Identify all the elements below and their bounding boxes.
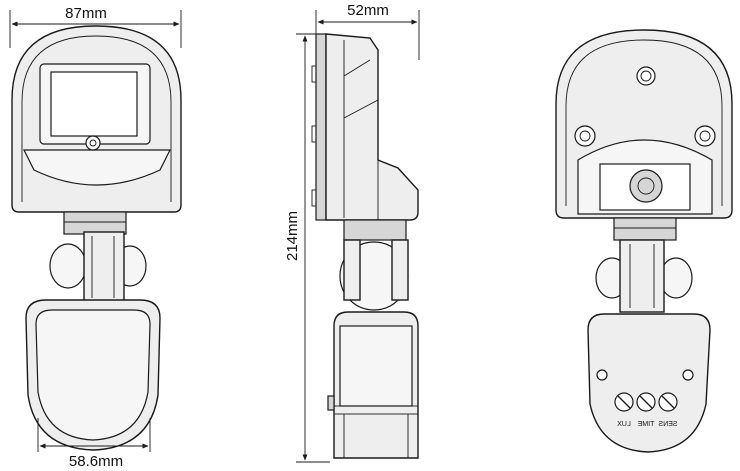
side-sensor-upper — [339, 325, 413, 407]
lux-knob[interactable] — [614, 392, 634, 412]
front-view: 87mm 58.6mm — [9, 5, 182, 470]
time-label: TIME — [637, 421, 654, 428]
front-joint-arm — [83, 231, 125, 303]
lux-label: LUX — [617, 421, 631, 428]
sens-knob-slot — [661, 395, 675, 409]
time-knob-slot — [639, 395, 653, 409]
back-joint-arm-detail — [629, 244, 655, 308]
side-plate-tab-2 — [311, 125, 317, 143]
back-mount-hole-left — [574, 125, 596, 147]
front-ball-joint-left — [49, 243, 87, 289]
front-housing-rim — [21, 35, 172, 202]
side-plate-tab-1 — [311, 65, 317, 83]
lux-knob-slot — [617, 395, 631, 409]
side-joint-arm-right — [391, 239, 409, 301]
back-cable-gland — [629, 169, 663, 203]
back-head-screw-left — [596, 369, 608, 381]
depth-dimension-label: 52mm — [347, 2, 389, 19]
width-dimension-label: 87mm — [65, 5, 107, 22]
back-housing-rim — [565, 39, 723, 206]
side-view: 52mm 214mm — [284, 2, 420, 463]
sens-label: SENS — [658, 421, 677, 428]
front-light-sensor-core — [89, 139, 97, 147]
back-neck — [613, 217, 677, 241]
front-joint-arm-detail — [91, 236, 115, 298]
back-mount-hole-right-inner — [699, 130, 711, 142]
front-light-sensor-icon — [85, 135, 101, 151]
front-neck — [63, 211, 127, 235]
side-wall-plate — [315, 33, 327, 221]
back-joint-arm — [619, 239, 665, 313]
time-knob[interactable] — [636, 392, 656, 412]
back-mount-hole-top-inner — [640, 70, 652, 82]
side-sensor-clip — [327, 395, 335, 411]
height-dimension-label: 214mm — [284, 211, 301, 261]
side-plate-tab-3 — [311, 189, 317, 207]
sens-knob[interactable] — [658, 392, 678, 412]
side-neck — [343, 219, 407, 241]
front-lower-face — [23, 149, 171, 186]
back-mount-hole-top — [636, 66, 656, 86]
back-mount-hole-right — [694, 125, 716, 147]
back-head-screw-right — [682, 369, 694, 381]
back-mount-hole-left-inner — [579, 130, 591, 142]
back-sensor-head — [587, 313, 711, 453]
front-sensor-dome — [35, 309, 151, 441]
head-width-dimension-label: 58.6mm — [69, 453, 123, 470]
side-housing — [325, 33, 419, 221]
back-view: LUX TIME SENS — [555, 29, 733, 453]
side-housing-detail — [343, 40, 379, 218]
side-joint-arm-left — [343, 239, 361, 301]
front-lens-inner — [50, 71, 138, 137]
side-sensor-lower-detail — [343, 414, 409, 458]
back-cable-gland-inner — [637, 177, 655, 195]
back-ball-joint-right — [659, 257, 693, 299]
